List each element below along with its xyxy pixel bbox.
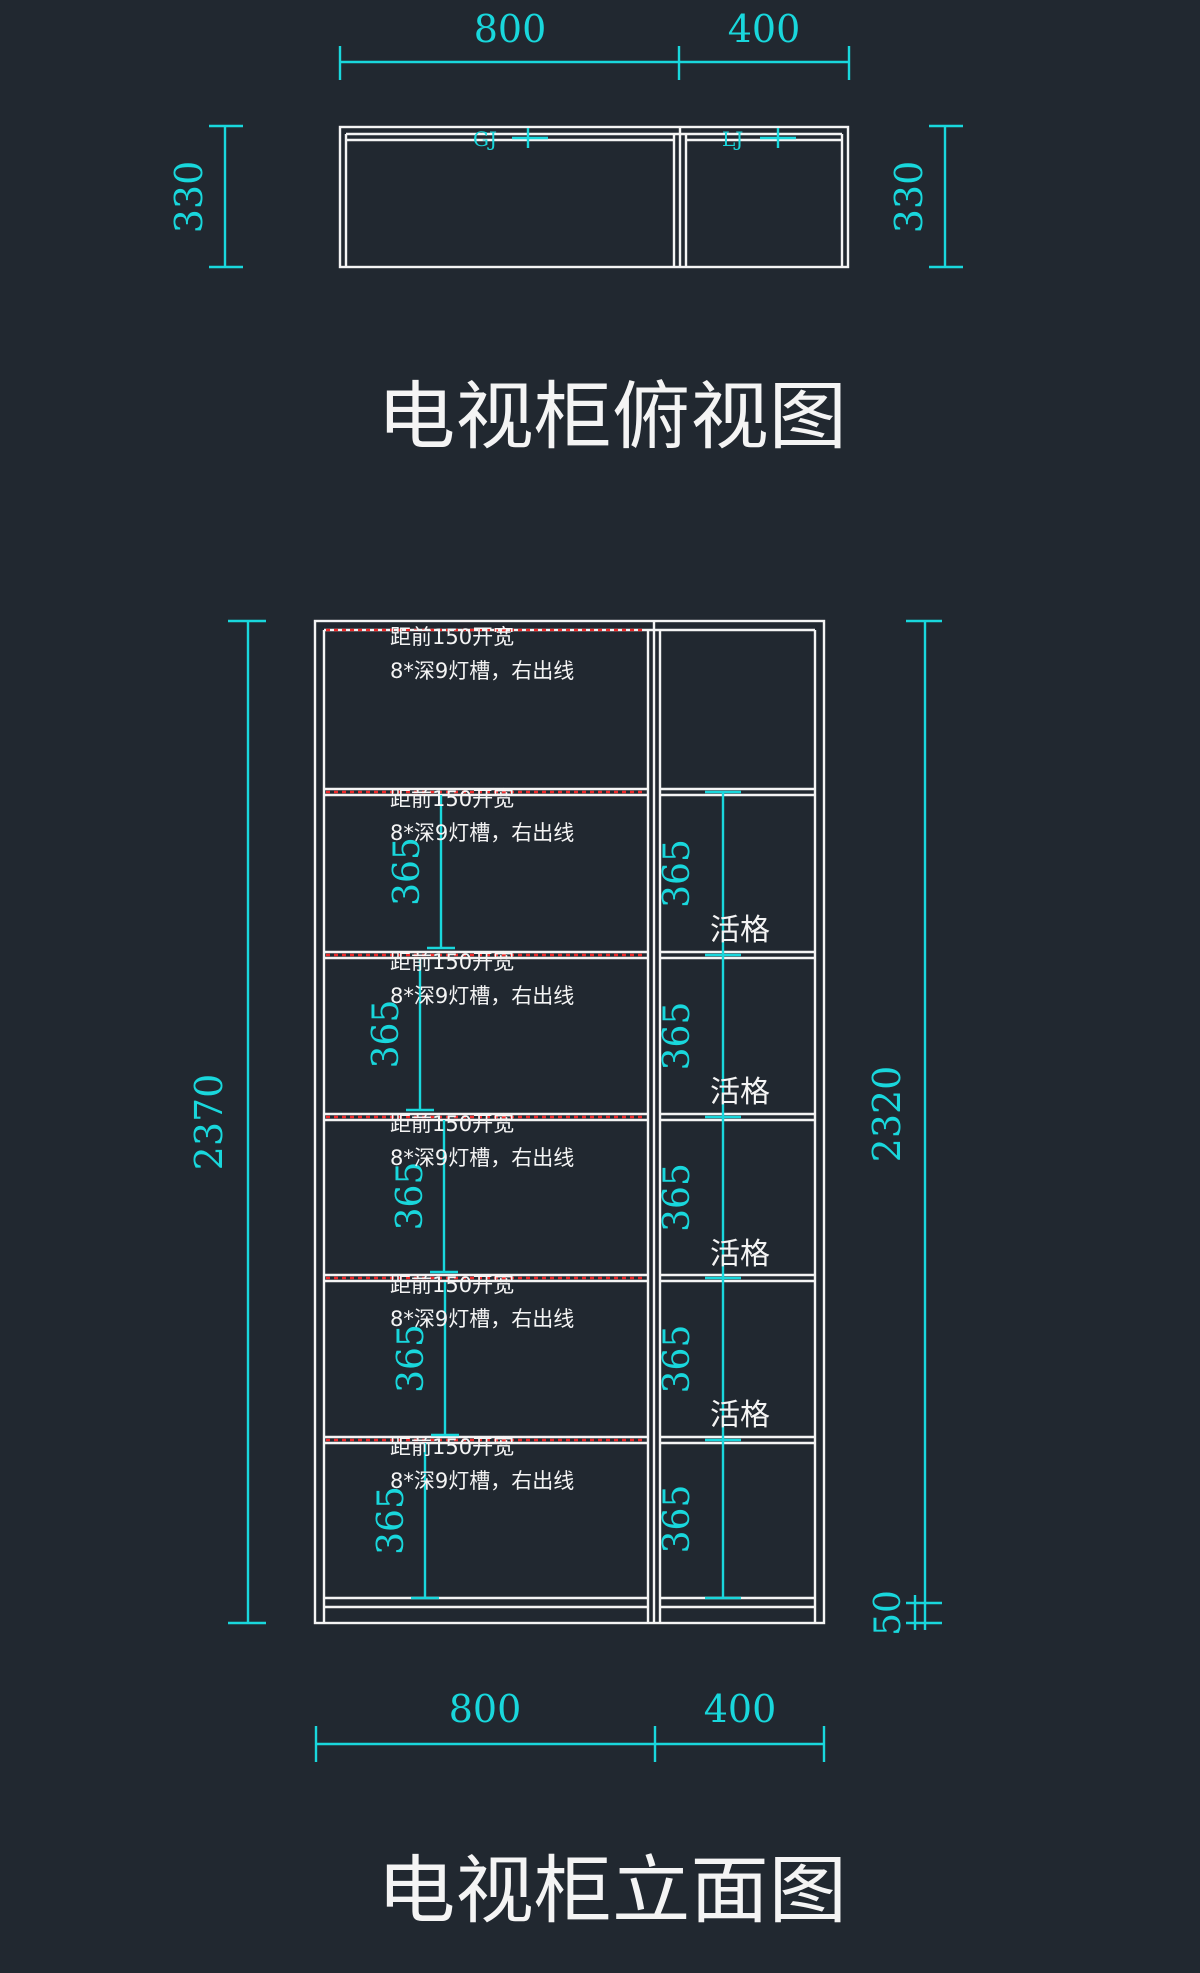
left-dim-365: 365: [387, 837, 428, 906]
right-dim-365: 365: [657, 1325, 698, 1394]
dim-right-height: 2320 50: [865, 619, 942, 1636]
dim-total-height: 2370: [187, 619, 266, 1625]
left-shelves: [324, 787, 648, 1445]
right-shelves: [660, 787, 815, 1445]
top-dim-400: 400: [728, 7, 801, 51]
marker-right-label: LJ: [722, 127, 743, 151]
left-shelf-dimensions: 365 365 365 365 365: [366, 795, 459, 1600]
left-dim-365: 365: [371, 1486, 412, 1555]
groove-note-line2: 8*深9灯槽，右出线: [390, 659, 574, 683]
top-view: GJ LJ 800 400 330 330 电视柜俯视图: [167, 7, 963, 460]
groove-note-line1: 距前150开宽: [390, 625, 514, 649]
top-view-title: 电视柜俯视图: [377, 374, 847, 460]
light-grooves: [326, 628, 646, 1442]
right-dim-365: 365: [657, 1485, 698, 1554]
marker-left-label: GJ: [473, 127, 497, 151]
top-dim-depth-right: 330: [887, 124, 963, 269]
movable-shelf-label: 活格: [710, 1398, 770, 1433]
bottom-dim-400: 400: [704, 1687, 777, 1731]
groove-note-line1: 距前150开宽: [390, 1112, 514, 1136]
bottom-dim-width: 800 400: [314, 1687, 826, 1762]
top-dim-width: 800 400: [338, 7, 851, 80]
elevation-title: 电视柜立面图: [377, 1848, 847, 1934]
groove-note-line2: 8*深9灯槽，右出线: [390, 1307, 574, 1331]
left-dim-365: 365: [390, 1162, 431, 1231]
dim-2370: 2370: [187, 1074, 231, 1171]
right-dim-365: 365: [657, 839, 698, 908]
groove-note-line2: 8*深9灯槽，右出线: [390, 821, 574, 845]
groove-note-line1: 距前150开宽: [390, 950, 514, 974]
right-shelf-dimensions: 365 365 365 365 365: [657, 790, 741, 1600]
top-view-markers: GJ LJ: [473, 127, 796, 151]
top-view-outline: [338, 125, 850, 269]
groove-note-line1: 距前150开宽: [390, 1273, 514, 1297]
top-dim-800: 800: [474, 7, 547, 51]
movable-shelf-label: 活格: [710, 1237, 770, 1272]
groove-note-line1: 距前150开宽: [390, 787, 514, 811]
movable-shelf-label: 活格: [710, 913, 770, 948]
dim-2320: 2320: [865, 1066, 909, 1163]
bottom-dim-800: 800: [449, 1687, 522, 1731]
groove-note-line2: 8*深9灯槽，右出线: [390, 984, 574, 1008]
dim-50: 50: [868, 1590, 909, 1636]
movable-shelf-label: 活格: [710, 1075, 770, 1110]
left-dim-365: 365: [366, 1000, 407, 1069]
groove-note-line1: 距前150开宽: [390, 1435, 514, 1459]
groove-note-line2: 8*深9灯槽，右出线: [390, 1146, 574, 1170]
right-dim-365: 365: [657, 1163, 698, 1232]
top-dim-depth-left: 330: [167, 124, 243, 269]
left-dim-365: 365: [391, 1324, 432, 1393]
right-dim-365: 365: [657, 1002, 698, 1071]
elevation-view: 365 365 365 365 365 365 365 365 365 365 距前150开宽 8…: [187, 619, 942, 1934]
groove-note-line2: 8*深9灯槽，右出线: [390, 1469, 574, 1493]
top-dim-330-right: 330: [887, 161, 931, 234]
top-dim-330-left: 330: [167, 161, 211, 234]
